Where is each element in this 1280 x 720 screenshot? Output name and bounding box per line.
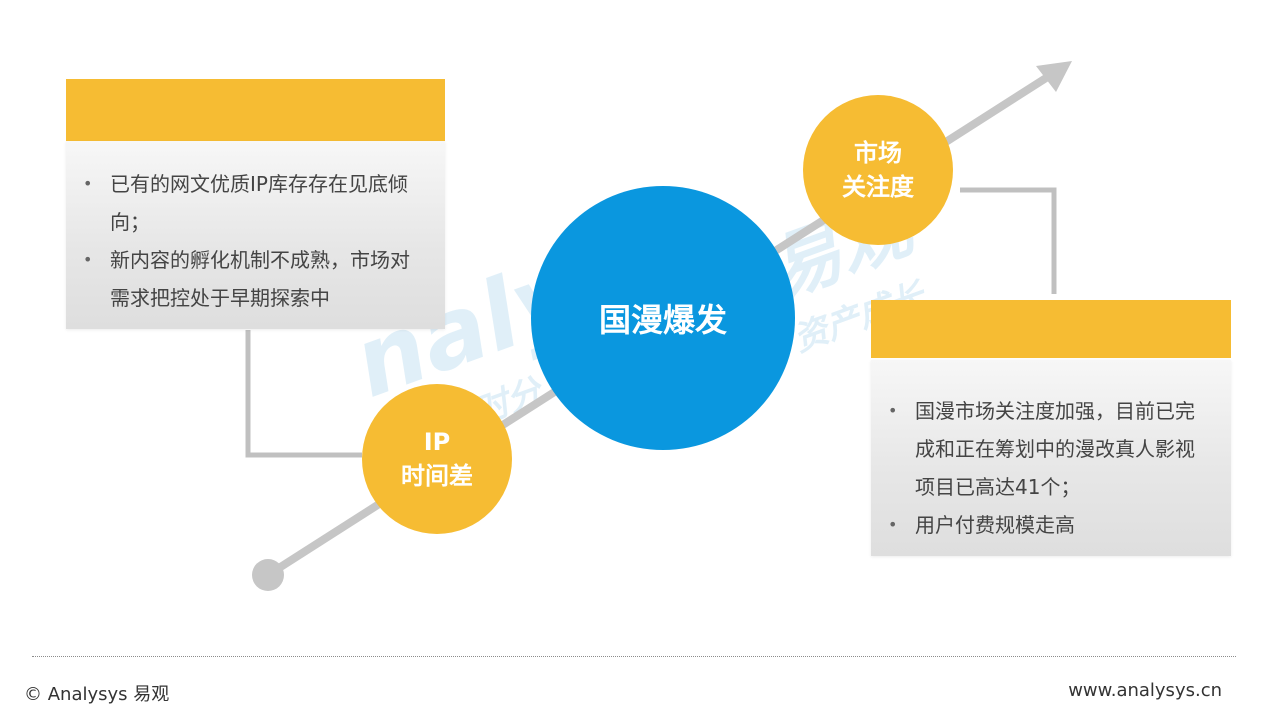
list-item-text: 国漫市场关注度加强，目前已完成和正在筹划中的漫改真人影视项目已高达41个； — [915, 399, 1195, 499]
panel-header — [871, 300, 1231, 358]
panel-ip-gap: • 已有的网文优质IP库存存在见底倾向； • 新内容的孵化机制不成熟，市场对需求… — [66, 79, 445, 329]
growth-arrow-start-dot — [252, 559, 284, 591]
list-item: • 国漫市场关注度加强，目前已完成和正在筹划中的漫改真人影视项目已高达41个； — [871, 392, 1231, 506]
bullet-list: • 已有的网文优质IP库存存在见底倾向； • 新内容的孵化机制不成熟，市场对需求… — [66, 165, 445, 317]
node-market-attention: 市场 关注度 — [803, 95, 953, 245]
list-item: • 新内容的孵化机制不成熟，市场对需求把控处于早期探索中 — [66, 241, 445, 317]
bullet-list: • 国漫市场关注度加强，目前已完成和正在筹划中的漫改真人影视项目已高达41个； … — [871, 392, 1231, 544]
center-node-guoman-boom: 国漫爆发 — [531, 186, 795, 450]
connector-left — [245, 330, 362, 458]
footer-website: www.analysys.cn — [1068, 680, 1222, 701]
node-ip-time-gap: IP 时间差 — [362, 384, 512, 534]
list-item: • 用户付费规模走高 — [871, 506, 1231, 544]
footer-copyright: © Analysys 易观 — [24, 684, 170, 705]
list-item-text: 已有的网文优质IP库存存在见底倾向； — [110, 172, 408, 234]
node-ip-line1: IP — [423, 428, 451, 456]
node-ip-line2: 时间差 — [401, 462, 473, 490]
footer-divider — [32, 656, 1236, 657]
connector-right — [960, 187, 1057, 294]
center-node-label: 国漫爆发 — [598, 301, 727, 339]
panel-header — [66, 79, 445, 141]
bullet-icon: • — [83, 250, 93, 269]
list-item-text: 新内容的孵化机制不成熟，市场对需求把控处于早期探索中 — [110, 248, 410, 310]
growth-arrow-head — [1036, 61, 1072, 92]
node-market-line1: 市场 — [854, 139, 902, 167]
node-market-line2: 关注度 — [842, 173, 914, 201]
bullet-icon: • — [888, 515, 898, 534]
bullet-icon: • — [888, 401, 898, 420]
panel-body: • 国漫市场关注度加强，目前已完成和正在筹划中的漫改真人影视项目已高达41个； … — [871, 360, 1231, 556]
list-item: • 已有的网文优质IP库存存在见底倾向； — [66, 165, 445, 241]
panel-body: • 已有的网文优质IP库存存在见底倾向； • 新内容的孵化机制不成熟，市场对需求… — [66, 141, 445, 329]
bullet-icon: • — [83, 174, 93, 193]
panel-market-attention: • 国漫市场关注度加强，目前已完成和正在筹划中的漫改真人影视项目已高达41个； … — [871, 300, 1231, 556]
list-item-text: 用户付费规模走高 — [915, 513, 1075, 537]
